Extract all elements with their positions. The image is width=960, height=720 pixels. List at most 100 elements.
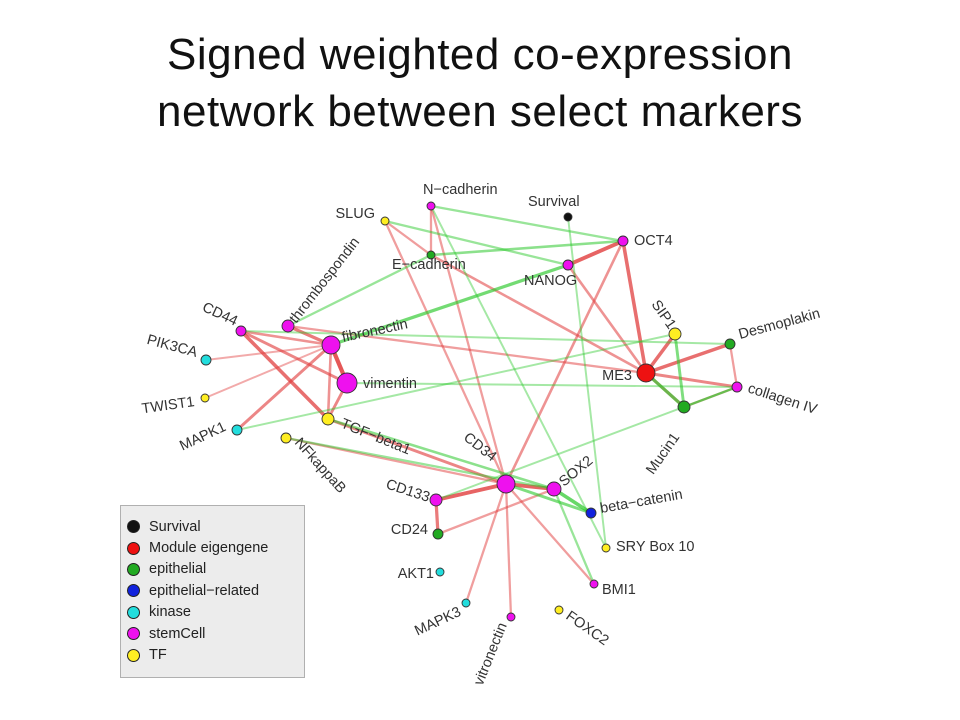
node-label-twist1: TWIST1: [141, 394, 196, 417]
node-label-thrombo: thrombospondin: [287, 235, 364, 327]
node-label-akt1: AKT1: [398, 566, 434, 582]
edge-me3-desmo: [644, 342, 732, 375]
title-line-2: network between select markers: [157, 87, 803, 136]
node-oct4: [617, 235, 629, 247]
edge-thrombo-me3: [286, 324, 648, 375]
edge-mapk1-sip1: [236, 333, 676, 431]
legend-label: kinase: [149, 604, 191, 621]
node-label-oct4: OCT4: [634, 233, 673, 249]
legend-swatch-icon: [127, 605, 140, 619]
edge-pik3ca-fibro: [205, 344, 332, 361]
legend-swatch-icon: [127, 520, 140, 534]
edge-slug-cd34: [383, 219, 508, 486]
node-vimentin: [336, 372, 358, 394]
edge-cd34-ncad: [429, 204, 508, 486]
node-mapk1: [231, 424, 243, 436]
node-ncad: [426, 201, 436, 211]
network-nodes: [200, 201, 743, 622]
node-slug: [380, 216, 390, 226]
edge-ncad-oct4: [429, 204, 625, 243]
node-fibro: [321, 335, 341, 355]
edge-col4-desmo: [728, 342, 739, 389]
node-label-mapk3: MAPK3: [412, 604, 463, 639]
legend-item-survival: Survival: [121, 516, 304, 537]
node-label-pik3ca: PIK3CA: [145, 332, 199, 361]
edge-nfkb-cd34: [284, 436, 508, 486]
edge-cd44-desmo: [240, 330, 731, 345]
node-nfkb: [280, 432, 292, 444]
legend-swatch-icon: [127, 584, 140, 598]
node-col4: [731, 381, 743, 393]
legend-item-module: Module eigengene: [121, 537, 304, 558]
edge-twist1-fibro: [204, 344, 332, 399]
legend-label: Module eigengene: [149, 540, 269, 557]
legend-swatch-icon: [127, 627, 140, 641]
legend-item-epirel: epithelial−related: [121, 580, 304, 601]
node-pik3ca: [200, 354, 212, 366]
edge-tgfb1-sox2: [326, 417, 556, 491]
edge-sip1-mucin1: [673, 332, 686, 409]
node-mucin1: [677, 400, 691, 414]
edge-cd34-bmi1: [504, 482, 596, 586]
node-betacat: [585, 507, 597, 519]
edge-slug-nanog: [383, 219, 570, 267]
edge-vimentin-col4: [346, 382, 738, 388]
legend-item-stemcell: stemCell: [121, 623, 304, 644]
legend-label: epithelial−related: [149, 582, 260, 599]
node-label-sip1: SIP1: [648, 297, 679, 332]
node-label-ncad: N−cadherin: [423, 182, 498, 198]
node-label-mucin1: Mucin1: [643, 430, 683, 477]
edge-cd34-mapk3: [464, 482, 508, 605]
edge-cd34-oct4: [504, 239, 625, 486]
node-label-slug: SLUG: [336, 206, 376, 222]
edge-tgfb1-cd34: [326, 417, 508, 486]
legend-label: epithelial: [149, 561, 207, 578]
node-label-ecad: E−cadherin: [392, 257, 466, 273]
legend-swatch-icon: [127, 648, 140, 662]
node-label-survival: Survival: [528, 194, 580, 210]
edge-oct4-me3: [621, 239, 648, 375]
node-label-cd24: CD24: [391, 522, 428, 538]
node-label-col4: collagen IV: [746, 381, 819, 418]
edge-survival-sry: [567, 216, 607, 549]
legend-label: stemCell: [149, 625, 206, 642]
edge-mucin1-col4: [682, 385, 739, 409]
edge-sry-ncad: [430, 205, 607, 549]
node-label-me3: ME3: [602, 368, 632, 384]
node-akt1: [435, 567, 445, 577]
node-label-betacat: beta−catenin: [599, 487, 684, 517]
legend-swatch-icon: [127, 562, 140, 576]
legend-item-tf: TF: [121, 644, 304, 665]
node-foxc2: [554, 605, 564, 615]
legend-label: Survival: [149, 518, 201, 535]
legend-swatch-icon: [127, 541, 140, 555]
edge-cd34-betacat: [504, 482, 593, 515]
node-thrombo: [281, 319, 295, 333]
node-cd133: [429, 493, 443, 507]
node-mapk3: [461, 598, 471, 608]
edge-nanog-oct4: [566, 239, 625, 267]
legend-item-epithelial: epithelial: [121, 559, 304, 580]
node-cd34: [496, 474, 516, 494]
edge-cd34-vitro: [504, 482, 513, 619]
node-label-nanog: NANOG: [524, 273, 577, 289]
edge-sox2-bmi1: [552, 487, 596, 586]
node-twist1: [200, 393, 210, 403]
node-label-mapk1: MAPK1: [177, 419, 228, 454]
edge-cd44-tgfb1: [239, 329, 330, 421]
edge-mucin1-col4: [682, 385, 739, 409]
node-vitro: [506, 612, 516, 622]
title-line-1: Signed weighted co-expression: [167, 30, 793, 79]
legend-label: TF: [149, 647, 167, 664]
slide-title: Signed weighted co-expression network be…: [0, 26, 960, 140]
edge-fibro-nanog: [329, 263, 570, 347]
node-label-cd44: CD44: [200, 299, 240, 329]
node-cd24: [432, 528, 444, 540]
edge-cd44-fibro: [239, 329, 333, 347]
node-sox2: [546, 481, 562, 497]
edge-ecad-oct4: [429, 239, 625, 257]
edge-cd34-cd133: [434, 482, 508, 502]
node-bmi1: [589, 579, 599, 589]
